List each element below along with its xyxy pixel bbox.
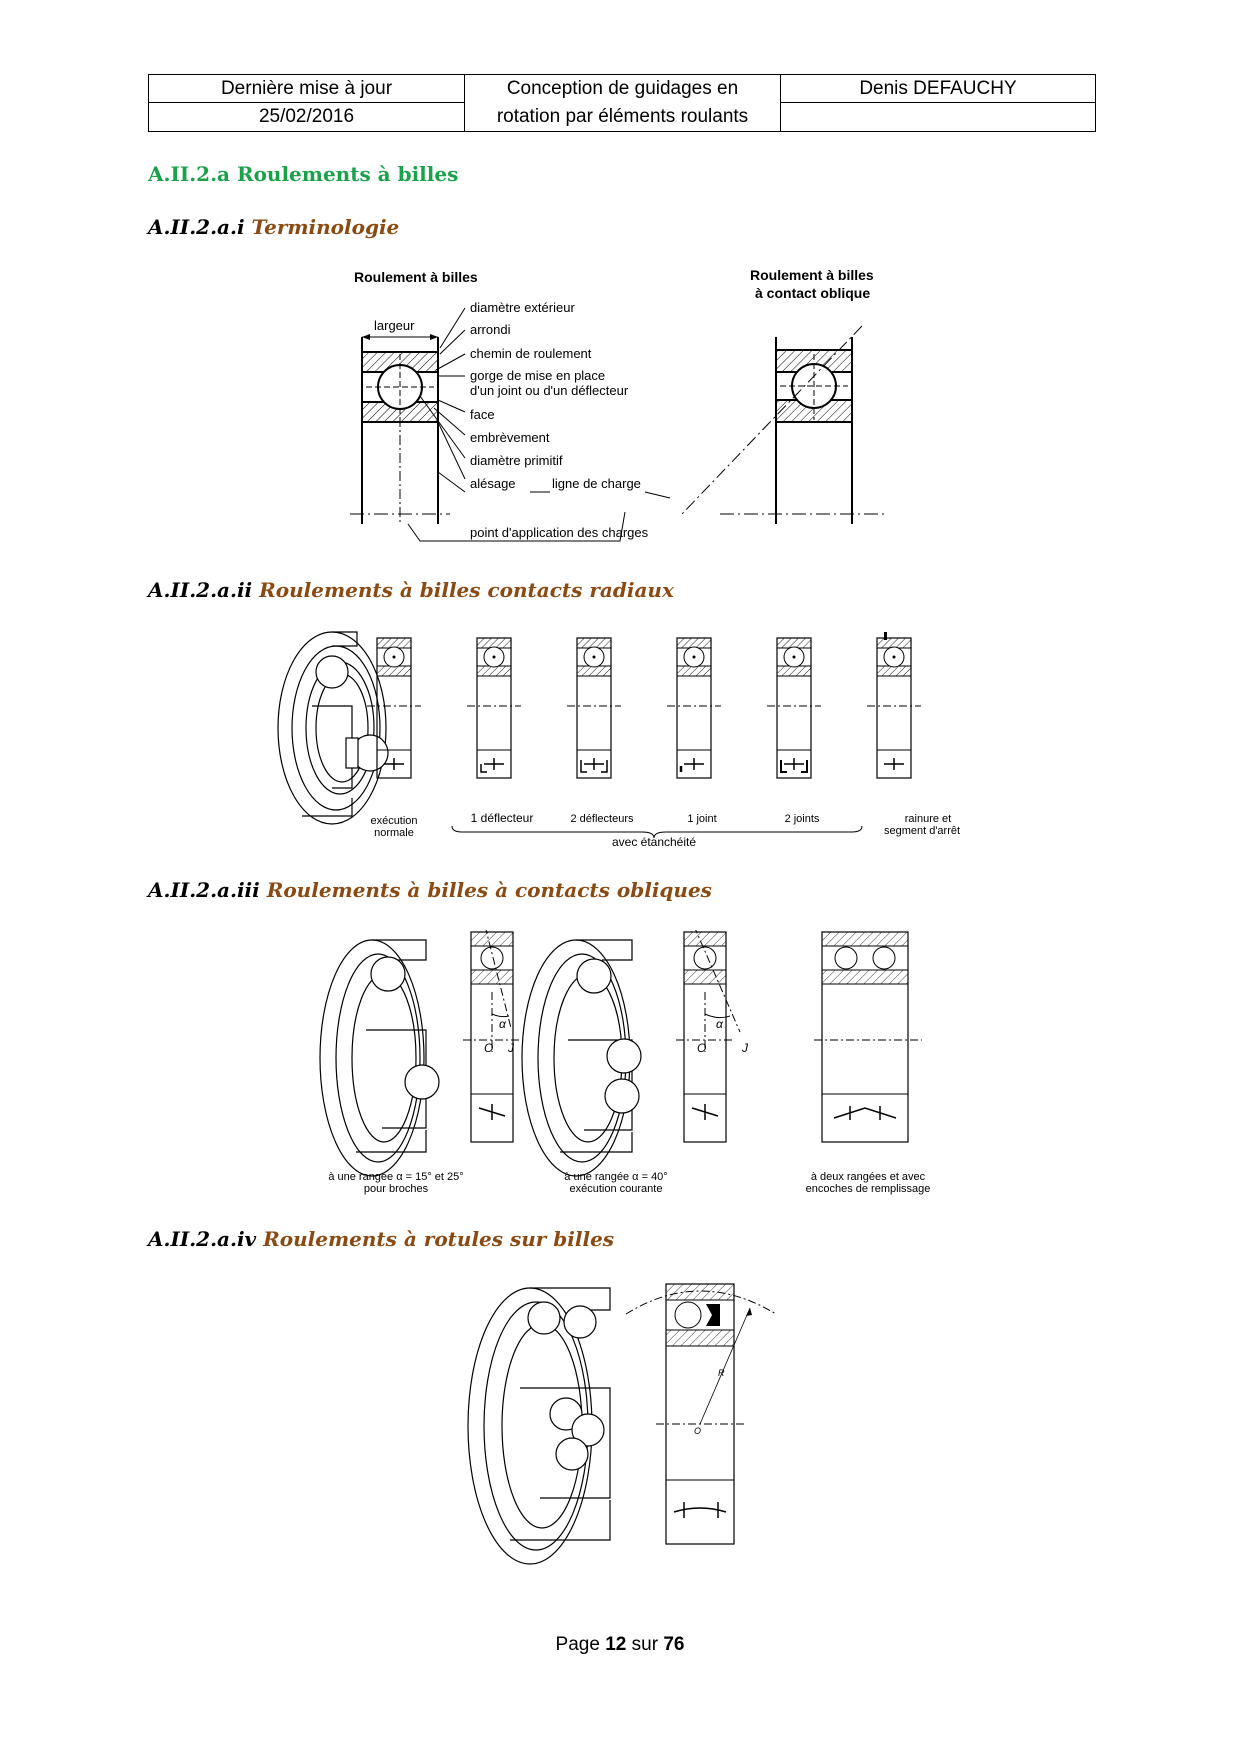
- total-pages: 76: [663, 1634, 685, 1655]
- label-avec-etancheite: avec étanchéité: [612, 835, 696, 849]
- label-alesage: alésage: [470, 476, 516, 491]
- label-diametre-primitif: diamètre primitif: [470, 453, 563, 468]
- terminology-figure: Roulement à billes Roulement à billes à …: [350, 267, 885, 542]
- current-page-number: 12: [605, 1634, 627, 1655]
- caption-1-line1: à une rangée α = 15° et 25°: [328, 1171, 463, 1183]
- label-chemin-de-roulement: chemin de roulement: [470, 346, 592, 361]
- footer-prefix: Page: [555, 1634, 600, 1655]
- radial-sections: [367, 632, 921, 779]
- oblique-bearing-perspective-2: [521, 939, 642, 1177]
- subsection-number: A.II.2.a.i: [148, 215, 245, 239]
- subsection-number: A.II.2.a.iv: [148, 1227, 257, 1251]
- document-title-line2: rotation par éléments roulants: [496, 106, 749, 127]
- label-segment: segment d'arrêt: [884, 825, 960, 837]
- angular-contact-bearing-section: [681, 325, 885, 524]
- label-1-deflecteur: 1 déflecteur: [471, 811, 534, 825]
- label-face: face: [470, 407, 495, 422]
- caption-2-line2: exécution courante: [570, 1183, 663, 1195]
- fig-title-left: Roulement à billes: [354, 269, 478, 285]
- footer-mid: sur: [631, 1634, 659, 1655]
- document-title-line1: Conception de guidages en: [506, 78, 739, 99]
- self-aligning-figure: R O: [467, 1283, 777, 1565]
- oblique-section-double-row: [814, 931, 922, 1143]
- section-heading: A.II.2.a Roulements à billes: [148, 162, 459, 186]
- R-label: R: [718, 1368, 725, 1378]
- label-gorge: gorge de mise en place: [470, 368, 605, 383]
- caption-3-line2: encoches de remplissage: [806, 1183, 931, 1195]
- subsection-title: Roulements à rotules sur billes: [263, 1227, 615, 1251]
- caption-2-line1: à une rangée α = 40°: [564, 1171, 667, 1183]
- O-label: O: [697, 1041, 706, 1055]
- J-label: J: [507, 1041, 515, 1055]
- page-footer: Page 12 sur 76: [0, 1634, 1240, 1656]
- caption-1-line2: pour broches: [364, 1183, 429, 1195]
- label-2-deflecteurs: 2 déflecteurs: [571, 813, 634, 825]
- label-normale: normale: [374, 827, 414, 839]
- last-update-date: 25/02/2016: [258, 106, 355, 127]
- largeur-label: largeur: [374, 318, 415, 333]
- label-arrondi: arrondi: [470, 322, 511, 337]
- alpha-label: α: [716, 1017, 724, 1031]
- bearing-perspective-illustration: [277, 631, 389, 825]
- last-update-label: Dernière mise à jour: [220, 78, 393, 99]
- author-name: Denis DEFAUCHY: [859, 78, 1017, 99]
- subsection-heading-obliques: A.II.2.a.iii Roulements à billes à conta…: [148, 878, 712, 902]
- radial-contact-figure: exécution normale 1 déflecteur 2 déflect…: [277, 631, 960, 849]
- self-aligning-perspective: [467, 1287, 611, 1565]
- subsection-number: A.II.2.a.ii: [148, 578, 253, 602]
- header-table: Dernière mise à jour 25/02/2016 Concepti…: [148, 74, 1096, 132]
- oblique-section-1: α O J: [463, 930, 521, 1143]
- subsection-title: Terminologie: [251, 215, 400, 239]
- subsection-title: Roulements à billes à contacts obliques: [266, 878, 712, 902]
- subsection-heading-rotules: A.II.2.a.iv Roulements à rotules sur bil…: [148, 1227, 614, 1251]
- label-point-application: point d'application des charges: [470, 525, 649, 540]
- oblique-bearing-perspective-1: [319, 939, 440, 1177]
- oblique-section-2: α O J: [676, 930, 749, 1143]
- section-2-joints: [767, 637, 821, 779]
- deep-groove-bearing-section: largeur: [350, 318, 450, 524]
- alpha-label: α: [499, 1017, 507, 1031]
- label-rainure: rainure et: [905, 813, 951, 825]
- section-1-deflecteur: [467, 637, 521, 779]
- label-diametre-exterieur: diamètre extérieur: [470, 300, 575, 315]
- label-2-joints: 2 joints: [785, 813, 820, 825]
- label-joint-deflecteur: d'un joint ou d'un déflecteur: [470, 383, 629, 398]
- oblique-contact-figure: α O J α O J: [319, 930, 931, 1195]
- label-embrevement: embrèvement: [470, 430, 550, 445]
- subsection-heading-radiaux: A.II.2.a.ii Roulements à billes contacts…: [148, 578, 674, 602]
- section-1-joint: [667, 637, 721, 779]
- label-execution: exécution: [370, 815, 417, 827]
- label-1-joint: 1 joint: [687, 813, 716, 825]
- section-2-deflecteurs: [567, 637, 621, 779]
- self-aligning-section: R O: [625, 1283, 777, 1545]
- subsection-number: A.II.2.a.iii: [148, 878, 260, 902]
- J-label: J: [741, 1041, 749, 1055]
- section-execution-normale: [367, 637, 421, 779]
- O-label: O: [484, 1041, 493, 1055]
- label-ligne-de-charge: ligne de charge: [552, 476, 641, 491]
- O-label: O: [694, 1426, 701, 1436]
- section-rainure-segment: [867, 632, 921, 779]
- subsection-title: Roulements à billes contacts radiaux: [259, 578, 674, 602]
- subsection-heading-terminologie: A.II.2.a.i Terminologie: [148, 215, 399, 239]
- fig-title-right-2: à contact oblique: [755, 285, 870, 301]
- fig-title-right-1: Roulement à billes: [750, 267, 874, 283]
- caption-3-line1: à deux rangées et avec: [811, 1171, 926, 1183]
